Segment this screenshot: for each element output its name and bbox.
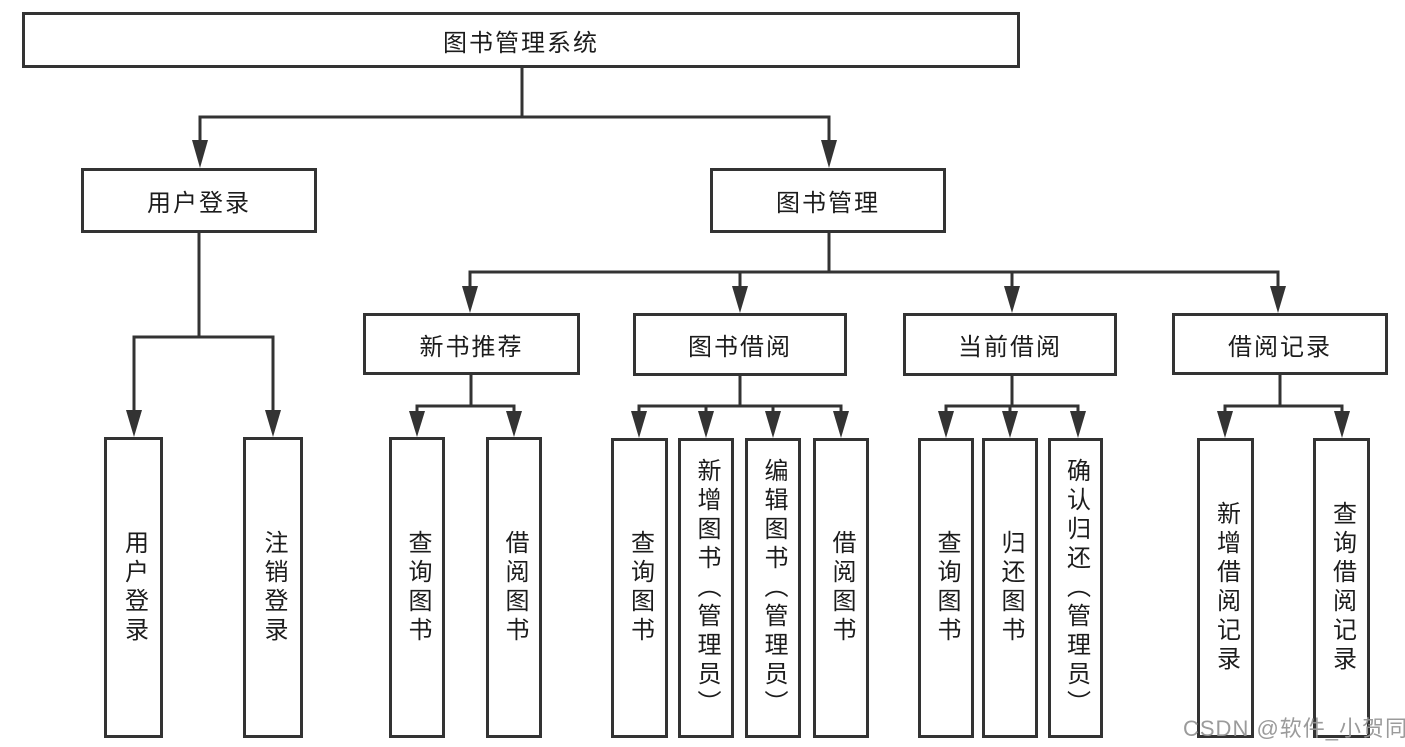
csdn-watermark: CSDN @软件_小贺同学 [1183,716,1405,741]
leaf-logout: 注销登录 [243,437,303,738]
leaf-add-borrow-record: 新增借阅记录 [1197,438,1254,738]
leaf-add-book-admin: 新增图书（管理员） [678,438,734,738]
connector-management-to-level3 [468,231,1280,289]
connector-borrowing-to-leaves [637,373,843,415]
leaf-confirm-return-admin: 确认归还（管理员） [1048,438,1103,738]
leaf-borrow-books-borrowing: 借阅图书 [813,438,869,738]
leaf-user-login: 用户登录 [104,437,163,738]
connector-records-to-leaves [1223,373,1344,415]
arrowheads [126,140,1350,438]
leaf-borrow-books-recommend: 借阅图书 [486,437,542,738]
node-book-management: 图书管理 [710,168,946,233]
connector-root-to-level2 [198,66,831,143]
connector-userlogin-to-leaves [132,231,275,414]
node-current-borrowing: 当前借阅 [903,313,1117,376]
connector-current-to-leaves [944,373,1080,415]
leaf-query-books-current: 查询图书 [918,438,974,738]
node-user-login: 用户登录 [81,168,317,233]
node-root: 图书管理系统 [22,12,1020,68]
leaf-query-borrow-record: 查询借阅记录 [1313,438,1370,738]
node-borrow-records: 借阅记录 [1172,313,1388,375]
leaf-edit-book-admin: 编辑图书（管理员） [745,438,801,738]
node-new-book-recommend: 新书推荐 [363,313,580,375]
connector-recommend-to-leaves [415,373,516,415]
leaf-return-book: 归还图书 [982,438,1038,738]
node-book-borrowing: 图书借阅 [633,313,847,376]
leaf-query-books-borrowing: 查询图书 [611,438,668,738]
leaf-query-books-recommend: 查询图书 [389,437,445,738]
